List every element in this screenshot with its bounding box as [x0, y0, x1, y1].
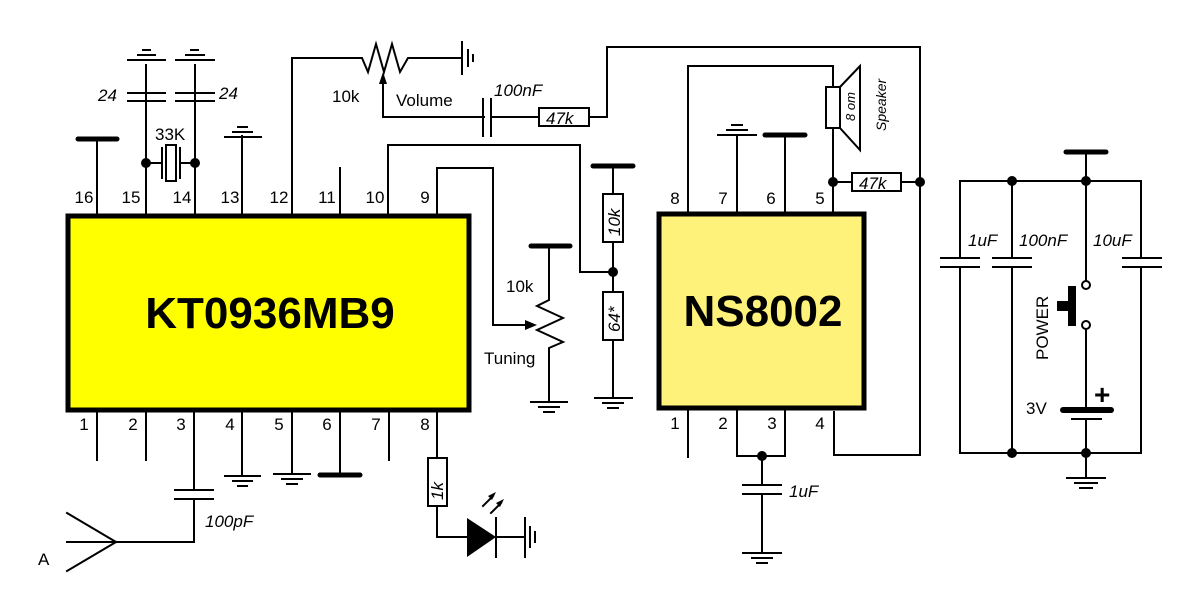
- ic1-label: KT0936MB9: [145, 289, 394, 338]
- pin10-wire: [387, 144, 614, 273]
- antenna-cap-label: 100pF: [205, 512, 255, 531]
- ic2-pin-5: 5: [815, 189, 824, 208]
- ic1-pin-9: 9: [420, 188, 429, 207]
- ground-pin5: [273, 473, 311, 485]
- psu-cap-100nf-label: 100nF: [1019, 231, 1069, 250]
- xtal-cap-right: [175, 49, 215, 102]
- ic1-pin-11: 11: [318, 188, 336, 207]
- antenna-label: A: [38, 550, 50, 569]
- xtal-cap-right-label: 24: [218, 84, 238, 103]
- led-wire: [436, 505, 468, 538]
- resistor-1k-label: 1k: [428, 481, 447, 500]
- ic2-pin-7: 7: [718, 189, 727, 208]
- volume-pot-label: Volume: [396, 91, 453, 110]
- speaker-label: Speaker: [873, 78, 889, 131]
- ic1-pin-13: 13: [221, 188, 240, 207]
- power-switch-label: POWER: [1033, 296, 1052, 360]
- tuning-pot: [528, 243, 573, 413]
- crystal: [141, 144, 200, 182]
- ic1-pin-1: 1: [79, 415, 88, 434]
- ic2-pin-2: 2: [718, 414, 727, 433]
- resistor-47k-right-label: 47k: [859, 174, 888, 193]
- ic1-pin-16: 16: [75, 188, 94, 207]
- psu-cap-1uf-label: 1uF: [968, 231, 999, 250]
- tuning-pot-label: Tuning: [484, 349, 535, 368]
- resistor-64-label: 64*: [605, 305, 624, 332]
- tuning-wiper-arrow: [525, 320, 537, 330]
- xtal-cap-left-label: 24: [97, 86, 117, 105]
- psu-cap-10uf-label: 10uF: [1093, 231, 1133, 250]
- ic1-pin-5: 5: [274, 415, 283, 434]
- ic1-pin-2: 2: [128, 415, 137, 434]
- ic2-top-pins: 8 7 6 5: [670, 65, 834, 213]
- ic1-pin-14: 14: [173, 188, 192, 207]
- ic1-pin-12: 12: [270, 188, 289, 207]
- volume-pot: [291, 40, 485, 118]
- ic1-pin-3: 3: [176, 415, 185, 434]
- ic2-bottom-pins: 1 2 3 4: [670, 409, 825, 564]
- led-icon: [467, 492, 536, 558]
- volume-pot-value: 10k: [332, 87, 360, 106]
- ground-pin13: [224, 126, 262, 138]
- ic1-pin-15: 15: [122, 188, 141, 207]
- power-supply: [940, 149, 1162, 489]
- coupling-cap-label: 100nF: [494, 81, 544, 100]
- coupling-cap: [482, 98, 540, 137]
- pin9-wire: [436, 167, 529, 326]
- ic2-pin-1: 1: [670, 414, 679, 433]
- ic-kt0936mb9: KT0936MB9: [65, 213, 472, 413]
- bypass-cap-label: 1uF: [789, 482, 820, 501]
- resistor-10k-label: 10k: [605, 207, 624, 236]
- ic2-pin-8: 8: [670, 189, 679, 208]
- ic1-pin-4: 4: [225, 415, 234, 434]
- antenna: [65, 489, 214, 573]
- divider: [590, 163, 636, 409]
- tuning-pot-value: 10k: [506, 277, 534, 296]
- ic2-label: NS8002: [683, 287, 842, 336]
- feedback-wire: [588, 46, 921, 456]
- crystal-label: 33K: [155, 125, 186, 144]
- ic-ns8002: NS8002: [656, 211, 867, 411]
- battery-voltage-label: 3V: [1026, 399, 1047, 418]
- ic2-pin-6: 6: [766, 189, 775, 208]
- ic1-pin-10: 10: [366, 188, 385, 207]
- ground-ic2-pin7: [717, 124, 757, 136]
- xtal-cap-left: [127, 49, 166, 102]
- ground-pin4: [224, 475, 261, 487]
- ic1-top-pins: 16 15 14 13 12 11 10 9: [75, 57, 438, 215]
- ic1-pin-6: 6: [322, 415, 331, 434]
- speaker-value: 8 om: [843, 92, 858, 121]
- ic2-pin-4: 4: [815, 414, 824, 433]
- resistor-47k-top-label: 47k: [546, 109, 575, 128]
- ic1-pin-8: 8: [420, 415, 429, 434]
- ic1-pin-7: 7: [371, 415, 380, 434]
- ic1-bottom-pins: 1 2 3 4 5 6 7 8: [79, 411, 438, 491]
- ic2-pin-3: 3: [767, 414, 776, 433]
- battery-plus-icon: +: [1094, 379, 1110, 410]
- speaker-icon: [825, 63, 861, 153]
